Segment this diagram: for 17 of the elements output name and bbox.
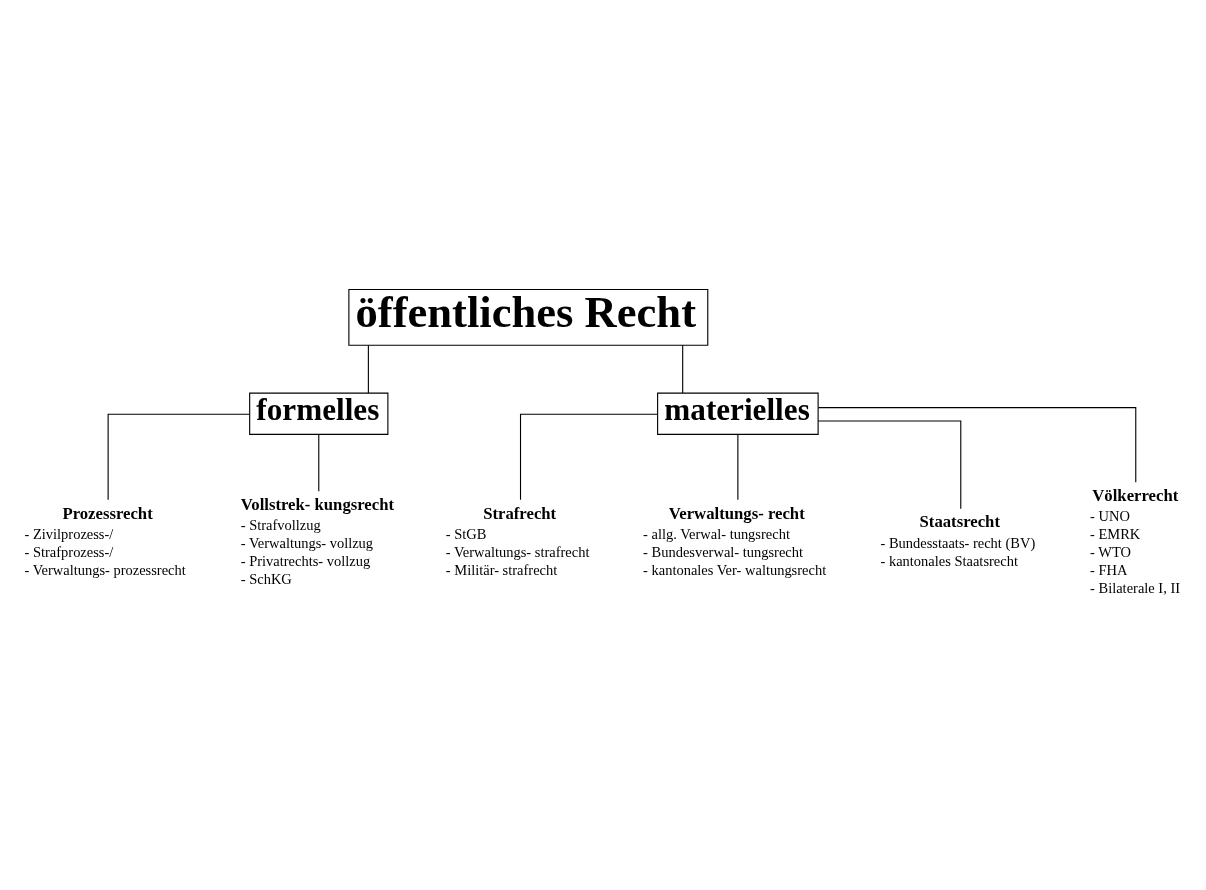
node-text: Vollstrek- kungsrecht - Strafvollzug - Verwaltungs- vollzug - Privatrechts- vollzug - SchKG <box>240 494 395 587</box>
connector <box>817 406 1137 483</box>
connector <box>737 433 739 500</box>
connector <box>682 344 684 393</box>
connector <box>817 419 962 509</box>
node-text: Verwaltungs- recht - allg. Verwal- tungsrecht - Bundesverwal- tungsrecht - kantonales Ver- waltungsrecht <box>643 503 827 578</box>
connector <box>367 344 369 393</box>
node-text: Völkerrecht - UNO - EMRK - WTO - FHA - Bilaterale I, II <box>1090 485 1181 596</box>
node-text: Staatsrecht - Bundesstaats- recht (BV) - kantonales Staatsrecht <box>880 511 1036 569</box>
connector <box>318 433 320 492</box>
node-text: Prozessrecht - Zivilprozess-/ - Strafprozess-/ - Verwaltungs- prozessrecht <box>24 503 186 578</box>
node-box: formelles <box>249 392 389 435</box>
node-box: materielles <box>657 392 819 435</box>
connector <box>519 413 659 500</box>
node-text: Strafrecht - StGB - Verwaltungs- strafrecht - Militär- strafrecht <box>445 503 590 578</box>
connector <box>107 413 251 500</box>
node-box: öffentliches Recht <box>348 288 709 346</box>
